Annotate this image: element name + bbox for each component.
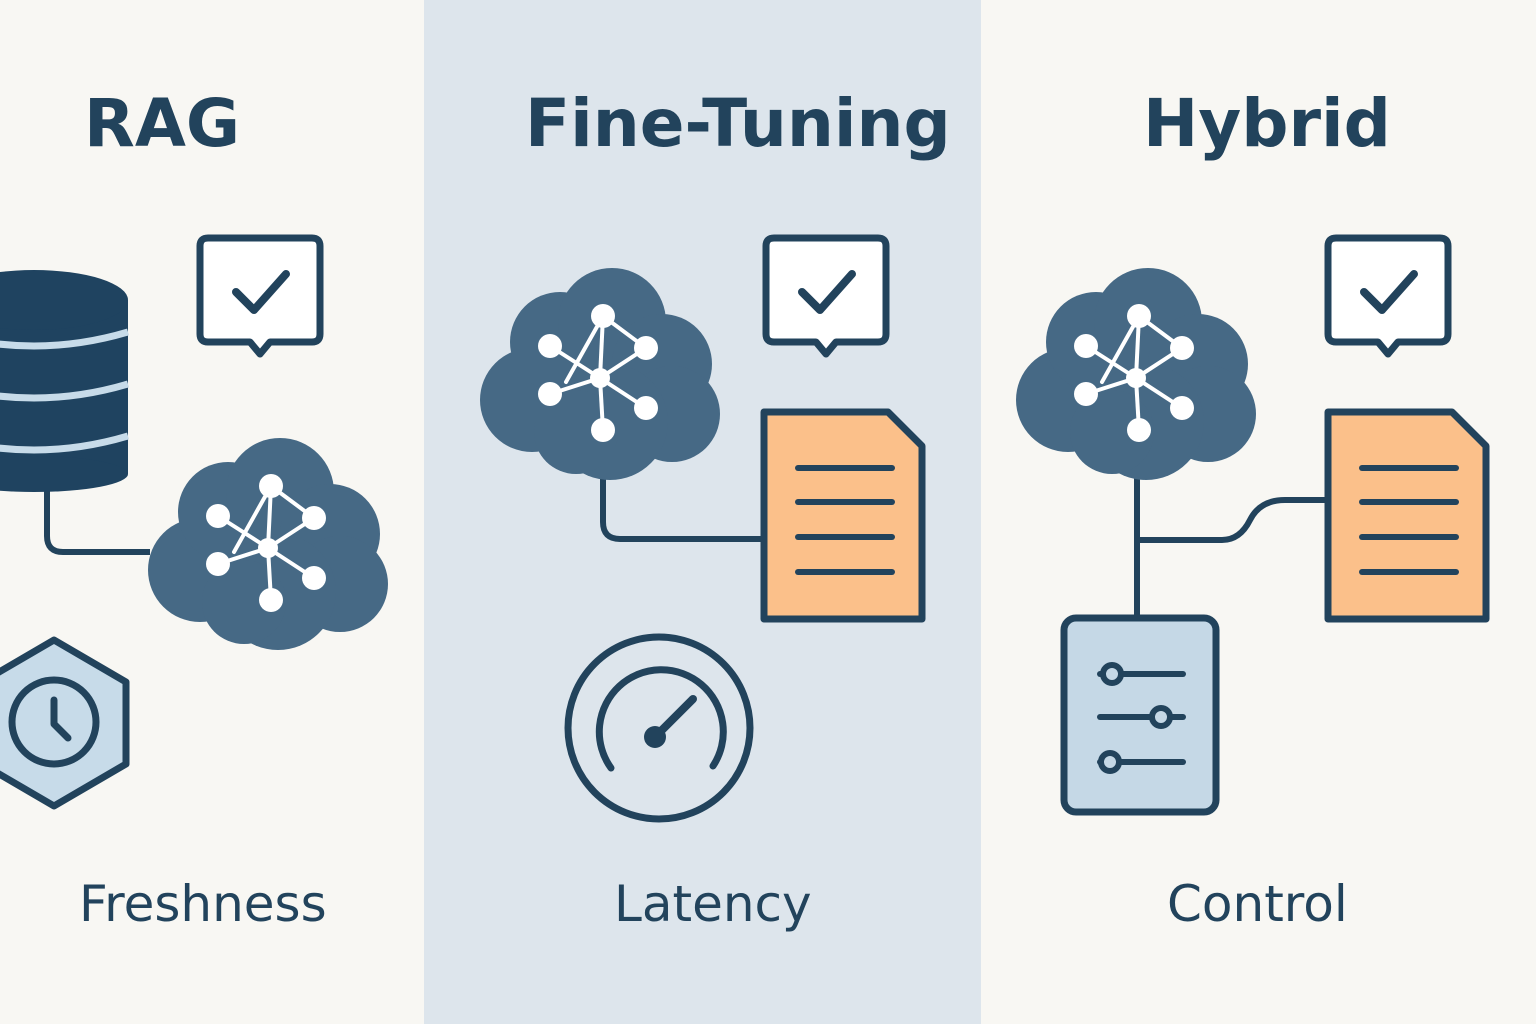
fine-tuning-title: Fine-Tuning [525,85,951,162]
clock-hexagon-icon [0,636,130,810]
document-icon [1328,412,1486,619]
database-icon [0,270,129,492]
knowledge-cloud-icon [148,438,388,650]
rag-title: RAG [84,85,241,162]
hybrid-title: Hybrid [1143,85,1391,162]
approval-check-icon [1328,238,1448,354]
hybrid-illustration [1016,238,1486,816]
rag-illustration [0,238,388,810]
fine-tuning-illustration [480,238,922,823]
hybrid-caption: Control [1167,875,1348,933]
speed-gauge-icon [564,633,754,823]
settings-sliders-icon [1060,614,1220,816]
document-icon [764,412,922,619]
knowledge-cloud-icon [1016,268,1256,480]
fine-tuning-caption: Latency [614,875,812,933]
approval-check-icon [766,238,886,354]
rag-caption: Freshness [79,875,327,933]
approval-check-icon [200,238,320,354]
knowledge-cloud-icon [480,268,720,480]
